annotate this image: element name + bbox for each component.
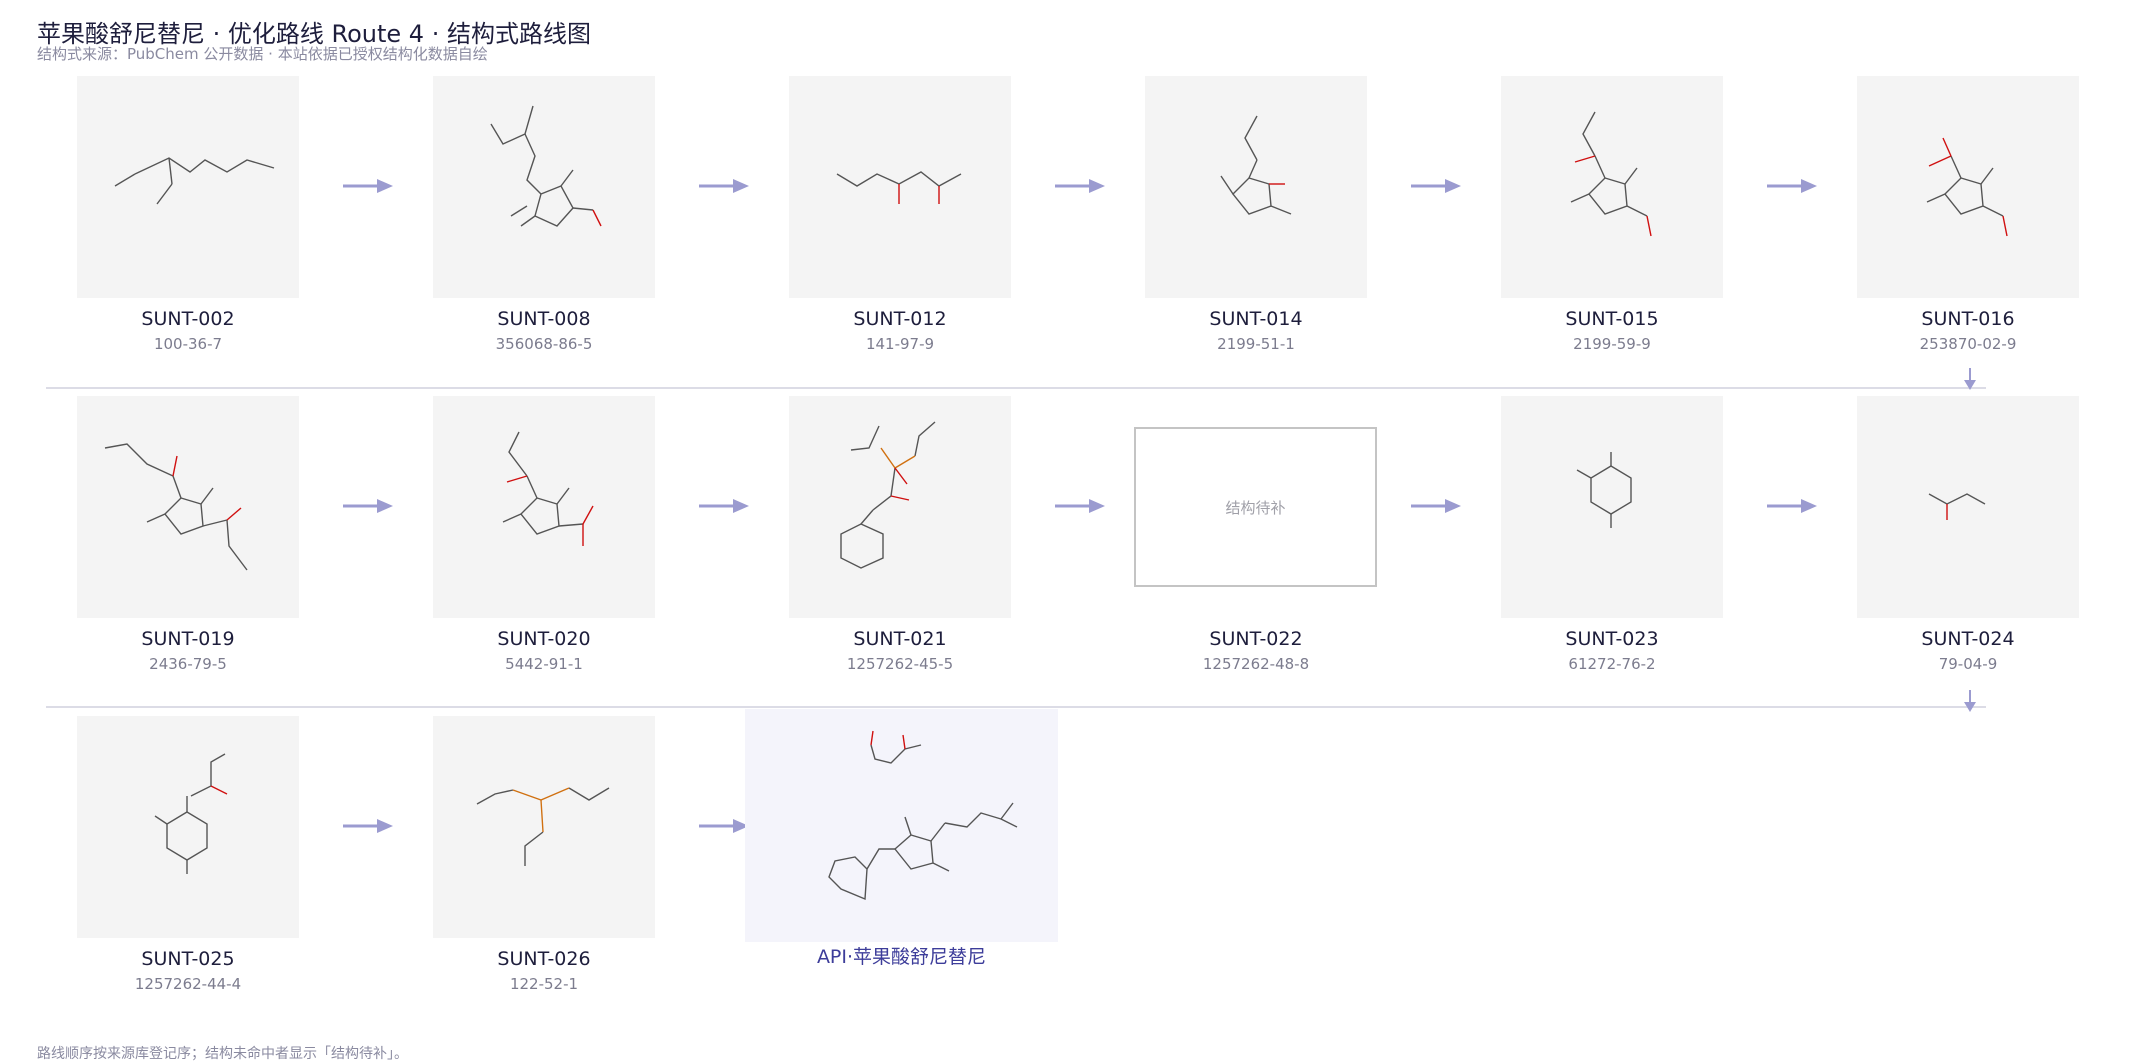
compound-node: SUNT-015 2199-59-9: [1501, 76, 1723, 353]
api-product-panel: [745, 709, 1058, 942]
api-structure: [828, 730, 1018, 901]
row-separator: [46, 706, 1986, 708]
compound-id: SUNT-014: [1209, 308, 1303, 330]
structure-thumbnail: [433, 716, 655, 938]
structure-thumbnail: [789, 76, 1011, 298]
structure-thumbnail: [1857, 396, 2079, 618]
down-arrow-icon: [1964, 690, 1976, 712]
compound-id: SUNT-026: [497, 948, 591, 970]
cas-number: 1257262-44-4: [134, 975, 242, 993]
structure-thumbnail: [77, 396, 299, 618]
compound-node: SUNT-014 2199-51-1: [1145, 76, 1367, 353]
compound-node: SUNT-026 122-52-1: [433, 716, 655, 993]
cas-number: 1257262-48-8: [1202, 655, 1310, 673]
cas-number: 2199-51-1: [1217, 335, 1295, 353]
cas-number: 141-97-9: [865, 335, 935, 353]
structure-thumbnail: [1857, 76, 2079, 298]
compound-id: SUNT-008: [497, 308, 591, 330]
compound-node: SUNT-008 356068-86-5: [433, 76, 655, 353]
structure-thumbnail: [1501, 76, 1723, 298]
right-arrow-icon: [699, 499, 749, 513]
structure-thumbnail: [77, 76, 299, 298]
api-product-label: API·苹果酸舒尼替尼: [816, 946, 987, 968]
footer-note: 路线顺序按来源库登记序；结构未命中者显示「结构待补」。: [37, 1046, 408, 1062]
structure-pending-placeholder: 结构待补: [1134, 427, 1377, 587]
cas-number: 2199-59-9: [1573, 335, 1651, 353]
right-arrow-icon: [1055, 499, 1105, 513]
compound-node: SUNT-024 79-04-9: [1857, 396, 2079, 673]
compound-node: SUNT-016 253870-02-9: [1857, 76, 2079, 353]
compound-id: SUNT-012: [853, 308, 947, 330]
page-title: 苹果酸舒尼替尼 · 优化路线 Route 4 · 结构式路线图: [37, 20, 591, 48]
compound-id: SUNT-002: [141, 308, 235, 330]
compound-id: SUNT-016: [1921, 308, 2015, 330]
structure-thumbnail: [1501, 396, 1723, 618]
compound-id: SUNT-019: [141, 628, 235, 650]
compound-id: SUNT-020: [497, 628, 591, 650]
cas-number: 61272-76-2: [1568, 655, 1656, 673]
cas-number: 5442-91-1: [505, 655, 583, 673]
compound-id: SUNT-023: [1565, 628, 1659, 650]
cas-number: 2436-79-5: [149, 655, 227, 673]
structure-thumbnail: [77, 716, 299, 938]
cas-number: 1257262-45-5: [846, 655, 954, 673]
compound-id: SUNT-021: [853, 628, 947, 650]
right-arrow-icon: [343, 819, 393, 833]
compound-node: 结构待补 SUNT-022 1257262-48-8: [1134, 396, 1377, 673]
structure-thumbnail: [789, 396, 1011, 618]
compound-id: SUNT-025: [141, 948, 235, 970]
right-arrow-icon: [1411, 179, 1461, 193]
right-arrow-icon: [1767, 179, 1817, 193]
structure-thumbnail: [433, 76, 655, 298]
row-separator: [46, 387, 1986, 389]
right-arrow-icon: [699, 179, 749, 193]
compound-node: SUNT-025 1257262-44-4: [77, 716, 299, 993]
compound-node: SUNT-020 5442-91-1: [433, 396, 655, 673]
structure-thumbnail: 结构待补: [1134, 396, 1377, 618]
compound-node: SUNT-023 61272-76-2: [1501, 396, 1723, 673]
compound-node: SUNT-002 100-36-7: [77, 76, 299, 353]
cas-number: 356068-86-5: [495, 335, 593, 353]
structure-thumbnail: [433, 396, 655, 618]
cas-number: 122-52-1: [509, 975, 579, 993]
compound-node: SUNT-012 141-97-9: [789, 76, 1011, 353]
compound-node: SUNT-021 1257262-45-5: [789, 396, 1011, 673]
right-arrow-icon: [343, 179, 393, 193]
right-arrow-icon: [1767, 499, 1817, 513]
compound-id: SUNT-015: [1565, 308, 1659, 330]
right-arrow-icon: [1055, 179, 1105, 193]
right-arrow-icon: [1411, 499, 1461, 513]
compound-id: SUNT-022: [1209, 628, 1303, 650]
compound-node: SUNT-019 2436-79-5: [77, 396, 299, 673]
compound-id: SUNT-024: [1921, 628, 2015, 650]
cas-number: 79-04-9: [1938, 655, 1998, 673]
structure-thumbnail: [1145, 76, 1367, 298]
page-subtitle: 结构式来源：PubChem 公开数据 · 本站依据已授权结构化数据自绘: [37, 45, 488, 63]
cas-number: 100-36-7: [153, 335, 223, 353]
right-arrow-icon: [699, 819, 749, 833]
down-arrow-icon: [1964, 368, 1976, 390]
right-arrow-icon: [343, 499, 393, 513]
cas-number: 253870-02-9: [1919, 335, 2017, 353]
